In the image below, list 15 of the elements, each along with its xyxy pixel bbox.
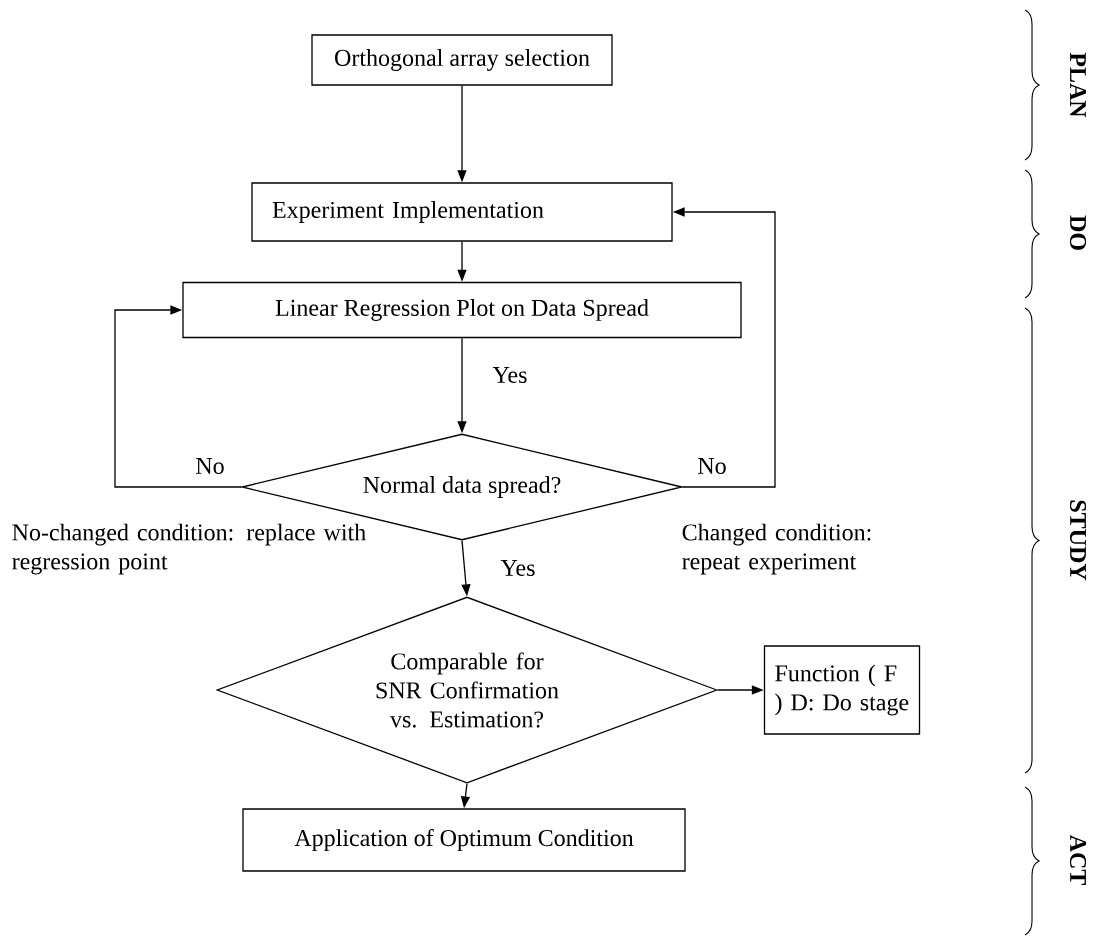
process-box: Application of Optimum Condition xyxy=(242,808,686,872)
stage-label: PLAN xyxy=(1070,52,1086,118)
stage-label: STUDY xyxy=(1069,500,1087,581)
stage-label: ACT xyxy=(1069,834,1087,885)
arrow xyxy=(114,305,242,488)
edge-label: No xyxy=(193,456,227,476)
edge-label: No xyxy=(695,456,729,476)
process-box: Orthogonal array selection xyxy=(311,34,613,86)
annotation-text: Changed condition: repeat experiment xyxy=(682,523,871,575)
edge-label: Yes xyxy=(498,558,538,578)
edge-label: Yes xyxy=(490,365,530,385)
result-box: Function ( F ) D: Do stage xyxy=(763,645,921,735)
stage-label: DO xyxy=(1069,215,1087,250)
process-box: Linear Regression Plot on Data Spread xyxy=(182,281,742,339)
process-box: Experiment Implementation xyxy=(251,182,673,242)
